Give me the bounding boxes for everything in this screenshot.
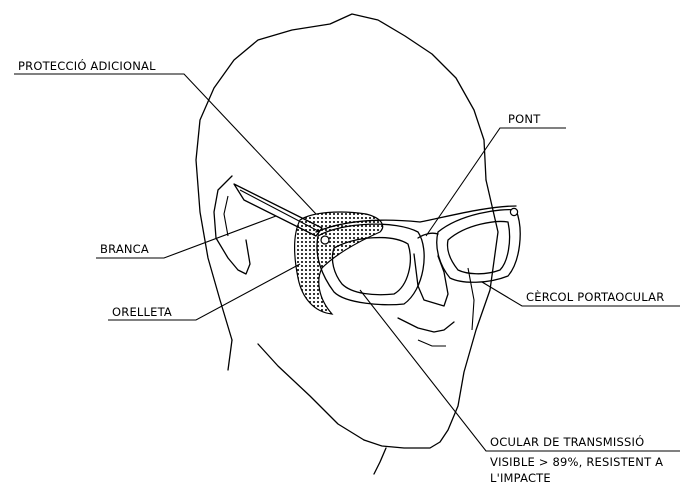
leader-lines <box>14 74 680 451</box>
hinge-rivet-left <box>321 236 329 244</box>
label-orelleta: ORELLETA <box>112 305 172 319</box>
mouth-outline <box>398 318 454 332</box>
label-proteccio-adicional: PROTECCIÓ ADICIONAL <box>18 58 156 73</box>
label-branca: BRANCA <box>100 242 149 256</box>
label-ocular-line2: VISIBLE > 89%, RESISTENT A <box>490 455 663 469</box>
nose-outline <box>414 254 448 306</box>
leader-proteccio <box>14 74 316 214</box>
neck-outline <box>228 340 232 370</box>
leader-pont <box>426 128 566 236</box>
lower-lip <box>418 340 446 346</box>
neck-front-outline <box>374 448 386 474</box>
cheek-line <box>468 268 474 330</box>
hinge-rivet-right <box>510 208 517 215</box>
label-ocular-line3: L'IMPACTE <box>490 471 551 485</box>
labels: PROTECCIÓ ADICIONAL PONT BRANCA ORELLETA… <box>18 58 664 485</box>
right-lens <box>447 222 509 274</box>
jaw-outline <box>258 344 364 440</box>
head-outline <box>196 14 486 340</box>
ear-inner <box>224 196 228 236</box>
label-cercol-portaocular: CÈRCOL PORTAOCULAR <box>526 289 664 304</box>
right-frame-outer <box>437 210 520 283</box>
temple-arm-edge <box>240 190 320 232</box>
side-shield-mesh <box>295 212 383 314</box>
glasses-icon <box>234 184 520 314</box>
ear-outline <box>214 176 250 274</box>
leader-ocular <box>360 290 680 451</box>
label-pont: PONT <box>508 112 541 126</box>
label-ocular-line1: OCULAR DE TRANSMISSIÓ <box>490 434 644 449</box>
